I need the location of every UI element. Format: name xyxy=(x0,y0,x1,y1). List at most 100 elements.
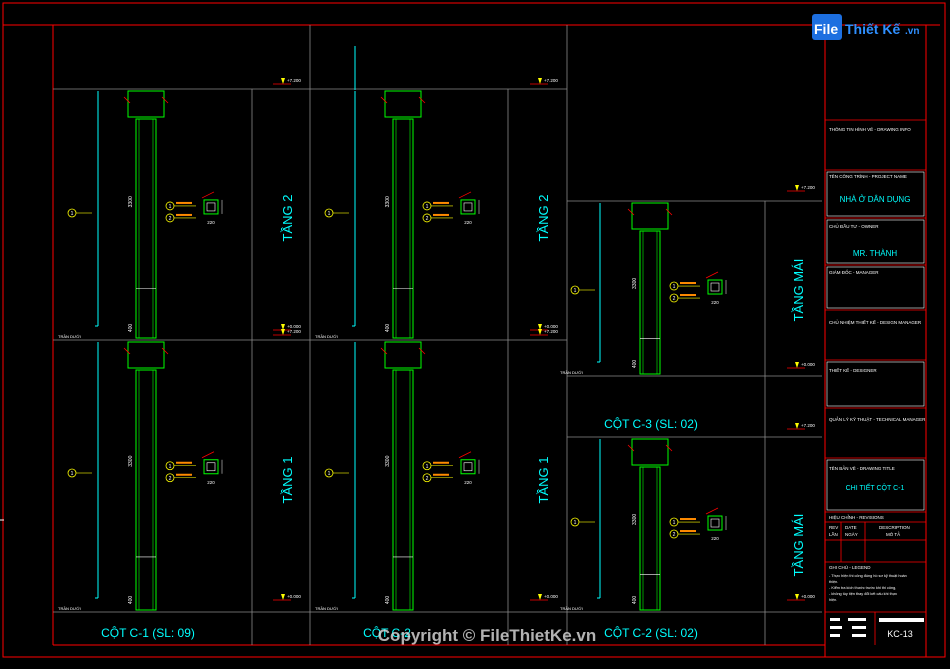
c2-upper-section-hatch xyxy=(458,191,472,199)
c1-lower-column-body xyxy=(135,369,157,611)
tb-rev-col1: REV xyxy=(829,525,838,530)
c2-lower-foot-label: TRẦN DƯỚI xyxy=(315,606,338,611)
c1-lower-section-box xyxy=(203,459,219,475)
c1-upper-break-right xyxy=(161,96,169,104)
copyright-watermark: Copyright © FileThietKe.vn xyxy=(378,626,596,645)
c2-right-section-hatch xyxy=(705,507,719,515)
c2-upper-section-text: 220 xyxy=(464,220,472,225)
c2-upper-foot-label: TRẦN DƯỚI xyxy=(315,334,338,339)
c2-upper-callout-num-2: 2 xyxy=(426,216,429,222)
c2-lower-section-inner xyxy=(463,462,473,472)
c3-callout-num-2: 2 xyxy=(673,296,676,302)
c2-upper-bottom-level-text: +0.000 xyxy=(544,324,558,329)
tb-notes-line2: thiện. xyxy=(829,580,838,584)
c2-upper-callout-tag-1 xyxy=(433,201,449,204)
c1-upper-bottom-level-mark xyxy=(281,324,285,330)
c3-break-left xyxy=(627,208,635,216)
c2-lower-callout-num-1: 1 xyxy=(426,464,429,470)
tb-rev-col3-vn: MÔ TẢ xyxy=(886,531,900,537)
c2-right-foot-label: TRẦN DƯỚI xyxy=(560,606,583,611)
tb-design-manager-label: CHỦ NHIỆM THIẾT KẾ - DESIGN MANAGER xyxy=(829,318,922,325)
c2-upper-dim-text-bottom: 400 xyxy=(385,324,391,333)
tb-technical-label: QUẢN LÝ KỸ THUẬT - TECHNICAL MANAGER xyxy=(829,416,926,422)
tb-sheet-number: KC-13 xyxy=(887,629,913,639)
c1-lower-section-inner xyxy=(206,462,216,472)
c1-lower-section-text: 220 xyxy=(207,480,215,485)
c3-bottom-level-text: +0.000 xyxy=(801,362,815,367)
tb-stamp-marks xyxy=(830,618,924,637)
c1-upper-foot-label: TRẦN DƯỚI xyxy=(58,334,81,339)
tb-notes-line3: - Kiểm tra kích thước trước khi thi công… xyxy=(829,586,896,590)
tb-revision-label: HIỆU CHỈNH - REVISIONS xyxy=(829,513,884,520)
column-title-c1: CỘT C-1 (SL: 09) xyxy=(101,625,195,640)
c1-lower-callout-tag-2 xyxy=(176,473,192,476)
tb-drawing-title: CHI TIẾT CỘT C-1 xyxy=(846,482,905,492)
c2-right-callout-tag-2 xyxy=(680,530,696,533)
c3-beam-stub xyxy=(631,202,669,230)
c2-upper-break-left xyxy=(380,96,388,104)
c2-lower-callout-num-2: 2 xyxy=(426,476,429,482)
c1-lower-top-level-text: +7.200 xyxy=(287,329,301,334)
c1-lower-bottom-level-mark xyxy=(281,594,285,600)
tb-rev-col2-vn: NGÀY xyxy=(845,531,858,537)
c2-right-section-text: 220 xyxy=(711,536,719,541)
c2-upper-bottom-level-mark xyxy=(538,324,542,330)
c3-section-hatch xyxy=(705,271,719,279)
tb-rev-col2: DATE xyxy=(845,525,857,530)
c1-lower-callout-num-1: 1 xyxy=(169,464,172,470)
floor-label-tang1-a: TẦNG 1 xyxy=(280,457,295,504)
tb-rev-col1-vn: LẦN xyxy=(829,531,838,537)
c2-lower-beam-stub xyxy=(384,341,422,369)
c3-dim-text-bottom: 400 xyxy=(632,360,638,369)
c1-upper-beam-stub xyxy=(127,90,165,118)
c2-lower-top-level-text: +7.200 xyxy=(544,329,558,334)
c2-upper-callout-num-1: 1 xyxy=(426,204,429,210)
c1-upper-section-inner xyxy=(206,202,216,212)
tb-notes-line5: hiện. xyxy=(829,598,837,602)
c2-upper-dim-text: 3300 xyxy=(385,196,391,207)
tb-info-header: THÔNG TIN HÌNH VẼ - DRAWING INFO xyxy=(829,126,911,132)
tb-project-name: NHÀ Ở DÂN DỤNG xyxy=(840,195,911,204)
c2-lower-marker-num: 1 xyxy=(328,471,331,477)
floor-label-tang2-b: TẦNG 2 xyxy=(536,195,551,242)
c1-lower-callout-tag-1 xyxy=(176,461,192,464)
c1-lower-beam-stub xyxy=(127,341,165,369)
c1-upper-callout-num-1: 1 xyxy=(169,204,172,210)
logo-part2: Thiết Kế xyxy=(845,21,900,37)
c2-right-callout-num-1: 1 xyxy=(673,520,676,526)
column-title-c2: CỘT C-2 (SL: 02) xyxy=(604,625,698,640)
tb-designer-label: THIẾT KẾ - DESIGNER xyxy=(829,367,877,373)
c2-right-beam-stub xyxy=(631,438,669,466)
c2-right-callout-tag-1 xyxy=(680,518,696,521)
logo-suffix: .vn xyxy=(905,26,919,37)
c1-upper-callout-tag-1 xyxy=(176,201,192,204)
c2-upper-beam-stub xyxy=(384,90,422,118)
c2-upper-column-body xyxy=(392,118,414,339)
c2-lower-callout-tag-1 xyxy=(433,461,449,464)
c2-upper-marker-num: 1 xyxy=(328,211,331,217)
c3-section-inner xyxy=(710,282,720,292)
c2-right-break-right xyxy=(665,444,673,452)
c2-lower-break-right xyxy=(418,347,426,355)
c2-lower-top-level-mark xyxy=(538,329,542,335)
tb-manager-label: GIÁM ĐỐC - MANAGER xyxy=(829,269,879,275)
tb-drawing-title-label: TÊN BẢN VẼ - DRAWING TITLE xyxy=(829,464,895,471)
c3-callout-tag-1 xyxy=(680,282,696,285)
c1-lower-break-right xyxy=(161,347,169,355)
floor-label-tangmai-b: TẦNG MÁI xyxy=(791,514,806,577)
c2-right-dim-text-bottom: 400 xyxy=(632,596,638,605)
c1-lower-break-left xyxy=(123,347,131,355)
c2-upper-callout-tag-2 xyxy=(433,213,449,216)
c2-right-section-inner xyxy=(710,518,720,528)
c2-lower-callout-tag-2 xyxy=(433,473,449,476)
c1-lower-foot-label: TRẦN DƯỚI xyxy=(58,606,81,611)
floor-label-tang2-a: TẦNG 2 xyxy=(280,195,295,242)
c2-right-column-body xyxy=(639,466,661,611)
floor-label-tangmai-a: TẦNG MÁI xyxy=(791,259,806,322)
c2-lower-column-body xyxy=(392,369,414,611)
c2-right-bottom-level-mark xyxy=(795,594,799,600)
c3-section-box xyxy=(707,279,723,295)
